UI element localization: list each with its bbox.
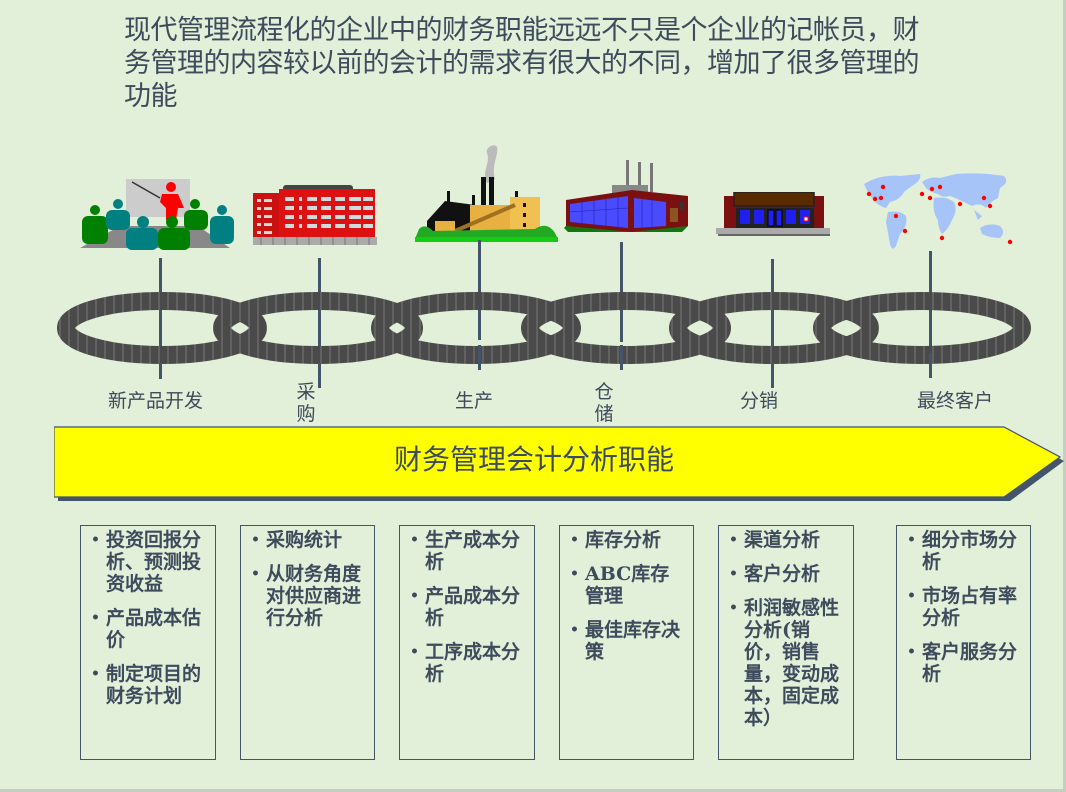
world-map-icon xyxy=(864,173,1013,249)
stage-label-distribution: 分销 xyxy=(740,390,779,412)
connector-line xyxy=(620,345,623,370)
function-box-production: 生产成本分析 产品成本分析 工序成本分析 xyxy=(399,525,535,760)
finance-function-banner xyxy=(54,426,1064,501)
connector-line xyxy=(929,353,932,378)
presentation-meeting-icon xyxy=(80,179,234,250)
function-item: 制定项目的财务计划 xyxy=(91,663,209,707)
function-box-warehousing: 库存分析 ABC库存管理 最佳库存决策 xyxy=(559,525,694,760)
function-box-new-product: 投资回报分析、预测投资收益 产品成本估价 制定项目的财务计划 xyxy=(80,525,216,760)
function-item: 利润敏感性分析(销价，销售量，变动成本，固定成本） xyxy=(729,597,847,729)
function-item: 产品成本分析 xyxy=(410,585,528,629)
connector-line xyxy=(159,363,162,379)
slide-frame-bottom xyxy=(0,789,1066,792)
function-item: 渠道分析 xyxy=(729,529,847,551)
storefront-icon xyxy=(716,192,830,236)
office-building-icon xyxy=(253,185,377,245)
stage-label-production: 生产 xyxy=(455,390,494,412)
slide-title: 现代管理流程化的企业中的财务职能远远不只是个企业的记帐员，财务管理的内容较以前的… xyxy=(124,15,920,112)
function-item: 最佳库存决策 xyxy=(570,619,687,663)
function-box-end-customer: 细分市场分析 市场占有率分析 客户服务分析 xyxy=(896,525,1031,760)
stage-label-end-customer: 最终客户 xyxy=(917,390,994,412)
function-item: 细分市场分析 xyxy=(907,529,1024,573)
function-item: 生产成本分析 xyxy=(410,529,528,573)
function-item: 库存分析 xyxy=(570,529,687,551)
factory-smokestack-icon xyxy=(415,145,558,242)
function-item: 工序成本分析 xyxy=(410,641,528,685)
function-item: 从财务角度对供应商进行分析 xyxy=(251,563,368,629)
function-box-procurement: 采购统计 从财务角度对供应商进行分析 xyxy=(240,525,375,760)
banner-label: 财务管理会计分析职能 xyxy=(393,443,674,476)
function-item: 投资回报分析、预测投资收益 xyxy=(91,529,209,595)
function-item: 市场占有率分析 xyxy=(907,585,1024,629)
value-chain-rings xyxy=(57,292,1031,364)
function-item: 产品成本估价 xyxy=(91,607,209,651)
stage-label-warehousing: 仓储 xyxy=(594,381,614,425)
function-item: ABC库存管理 xyxy=(570,563,687,607)
connector-line xyxy=(478,240,481,340)
stage-label-new-product: 新产品开发 xyxy=(108,390,204,412)
function-box-distribution: 渠道分析 客户分析 利润敏感性分析(销价，销售量，变动成本，固定成本） xyxy=(718,525,854,760)
function-item: 客户分析 xyxy=(729,563,847,585)
stage-label-procurement: 采购 xyxy=(296,381,316,425)
function-item: 客户服务分析 xyxy=(907,641,1024,685)
warehouse-icon xyxy=(564,160,688,232)
connector-line xyxy=(771,363,774,388)
connector-line xyxy=(318,363,321,388)
slide-frame-right xyxy=(1063,0,1066,792)
function-item: 采购统计 xyxy=(251,529,368,551)
connector-line xyxy=(478,345,481,370)
connector-line xyxy=(620,242,623,342)
